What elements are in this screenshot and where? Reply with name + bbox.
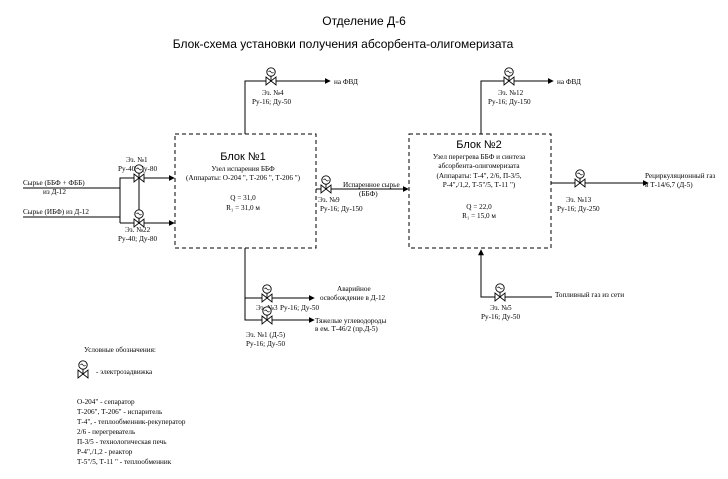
heavy-dest: в ем. Т-46/2 (пр.Д-5) bbox=[315, 325, 378, 333]
v12-spec: Ру-16; Ду-150 bbox=[488, 98, 531, 106]
legend-title: Условные обозначения: bbox=[84, 346, 156, 354]
block-2-apparatus: (Аппараты: Т-4", 2/6, П-3/5, bbox=[436, 172, 521, 180]
valve-5-icon bbox=[494, 283, 506, 302]
valve-22-icon bbox=[133, 209, 145, 228]
vapor-label-2: (ББФ) bbox=[359, 190, 378, 198]
diagram-subtitle: Блок-схема установки получения абсорбент… bbox=[173, 37, 514, 51]
heavy-label: Тяжелые углеводороды bbox=[315, 317, 386, 325]
block-1: Блок №1 Узел испарения ББФ (Аппараты: О-… bbox=[174, 133, 317, 249]
emergency-dest: освобождение в Д-12 bbox=[320, 294, 386, 302]
line-v12: на ФВД Эз. №12 Ру-16; Ду-150 bbox=[480, 71, 581, 134]
feed-lines: Сырье (ББФ + ФББ) из Д-12 Сырье (ИБФ) из… bbox=[23, 156, 175, 243]
fuel-label: Топливный газ из сети bbox=[555, 291, 624, 299]
v1-label: Эз. №1 bbox=[126, 156, 148, 164]
block-2-desc-2: абсорбента-олигомеризата bbox=[438, 162, 520, 170]
v4-label: Эз. №4 bbox=[262, 89, 284, 97]
valve-12-icon bbox=[503, 67, 515, 86]
page-title: Отделение Д-6 bbox=[322, 14, 406, 28]
v22-spec: Ру-40; Ду-80 bbox=[118, 235, 157, 243]
legend-item: Р-4",/1,2 - реактор bbox=[77, 448, 133, 456]
valve-13-icon bbox=[574, 169, 586, 188]
vapor-line: Испаренное сырье (ББФ) Эз. №9 Ру-16; Ду-… bbox=[316, 179, 409, 213]
v1d5-label: Эз. №1 (Д-5) bbox=[246, 331, 286, 339]
emergency-label: Аварийное bbox=[337, 285, 371, 293]
valve-1-d5-icon bbox=[261, 306, 273, 325]
recycle-dest: в Т-14/6,7 (Д-5) bbox=[645, 181, 693, 189]
v13-label: Эз. №13 bbox=[566, 196, 592, 204]
vapor-label: Испаренное сырье bbox=[343, 181, 400, 189]
feed-2-label: Сырье (ИБФ) из Д-12 bbox=[23, 208, 89, 216]
valve-4-icon bbox=[265, 67, 277, 86]
v1d5-spec: Ру-16; Ду-50 bbox=[246, 340, 285, 348]
block-1-apparatus: (Аппараты: О-204 ", Т-206 ", Т-206 ") bbox=[186, 174, 301, 182]
block-1-desc: Узел испарения ББФ bbox=[211, 165, 275, 173]
feed-1-source: из Д-12 bbox=[43, 188, 66, 196]
v3-spec: Ру-16; Ду-50 bbox=[280, 304, 319, 312]
v22-label: Эз. №22 bbox=[125, 226, 151, 234]
block-1-r: R₁ = 31,0 м bbox=[226, 204, 260, 212]
block-1-q: Q = 31,0 bbox=[230, 194, 256, 202]
valve-1-icon bbox=[133, 164, 145, 183]
legend: Условные обозначения: - электрозадвижка … bbox=[77, 346, 186, 466]
legend-item: О-204" - сепаратор bbox=[77, 398, 135, 406]
legend-item: П-3/5 - технологическая печь bbox=[77, 438, 167, 446]
v5-spec: Ру-16; Ду-50 bbox=[481, 313, 520, 321]
v12-dest: на ФВД bbox=[557, 78, 581, 86]
recycle-line: Рециркуляционный газ в Т-14/6,7 (Д-5) Эз… bbox=[551, 172, 716, 213]
v5-label: Эз. №5 bbox=[490, 304, 512, 312]
block-2-r: R₁ = 15,0 м bbox=[462, 212, 496, 220]
block-1-name: Блок №1 bbox=[220, 151, 266, 163]
valve-3-icon bbox=[261, 284, 273, 303]
fuel-line: Топливный газ из сети Эз. №5 Ру-16; Ду-5… bbox=[478, 249, 624, 321]
legend-item: Т-5"/5, Т-11 " - теплообменник bbox=[77, 458, 172, 466]
block-2-desc: Узел перегрева ББФ и синтеза bbox=[433, 153, 526, 161]
block-2-q: Q = 22,0 bbox=[466, 203, 492, 211]
legend-valve-label: - электрозадвижка bbox=[96, 368, 153, 376]
block-2: Блок №2 Узел перегрева ББФ и синтеза абс… bbox=[408, 133, 552, 249]
valve-symbols bbox=[77, 67, 586, 379]
bottom-lines-block-1: Аварийное освобождение в Д-12 Эз. №3 Ру-… bbox=[244, 248, 386, 348]
recycle-label: Рециркуляционный газ bbox=[645, 172, 716, 180]
legend-item: Т-4", - теплообменник-рекуператор bbox=[77, 418, 186, 426]
v13-spec: Ру-16; Ду-250 bbox=[557, 205, 600, 213]
v4-dest: на ФВД bbox=[334, 78, 358, 86]
block-2-name: Блок №2 bbox=[456, 139, 502, 151]
v9-spec: Ру-16; Ду-150 bbox=[320, 205, 363, 213]
legend-valve-icon bbox=[77, 360, 89, 379]
block-2-apparatus-2: Р-4",/1,2, Т-5"/5, Т-11 ") bbox=[443, 181, 516, 189]
v12-label: Эз. №12 bbox=[498, 89, 524, 97]
legend-item: 2/6 - перегреватель bbox=[77, 428, 136, 436]
v9-label: Эз. №9 bbox=[318, 196, 340, 204]
feed-1-label: Сырье (ББФ + ФББ) bbox=[23, 179, 85, 187]
legend-item: Т-206", Т-206" - испаритель bbox=[77, 408, 163, 416]
v4-spec: Ру-16; Ду-50 bbox=[252, 98, 291, 106]
valve-9-icon bbox=[320, 175, 332, 194]
line-v4: на ФВД Эз. №4 Ру-16; Ду-50 bbox=[244, 71, 358, 134]
